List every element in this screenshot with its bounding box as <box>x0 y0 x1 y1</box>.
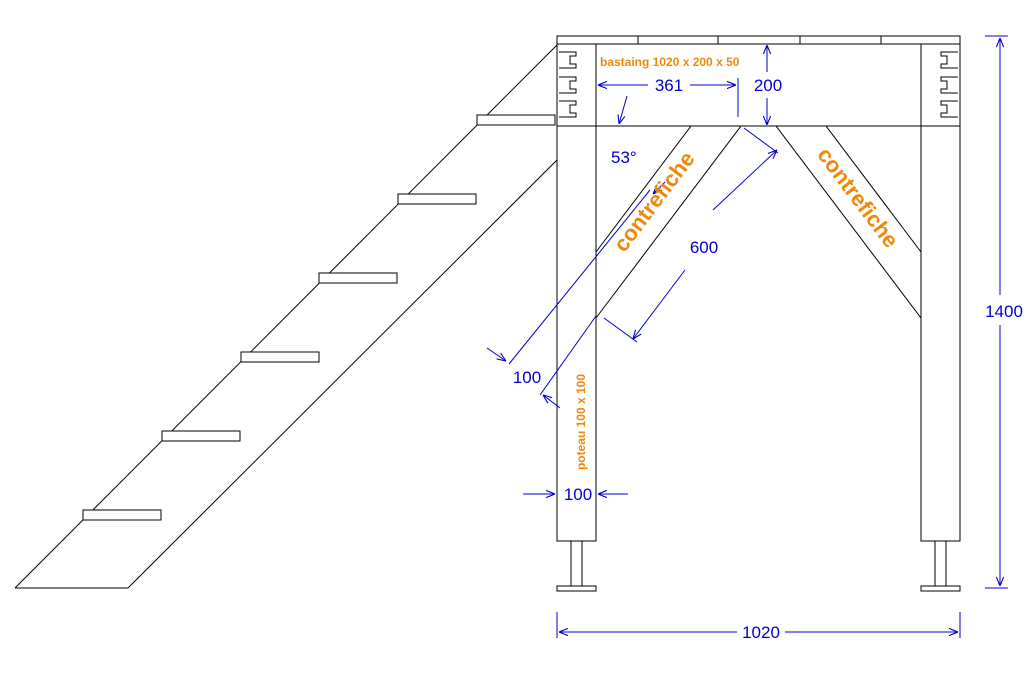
stair-tread <box>318 272 398 284</box>
dim-100-diagonal: 100 <box>486 181 666 409</box>
dim-1020-text: 1020 <box>742 623 780 642</box>
dim-1400: 1400 <box>985 35 1023 589</box>
stair-tread <box>397 193 477 205</box>
dim-100-post-text: 100 <box>564 485 592 504</box>
stair-tread <box>240 351 320 363</box>
deck-boards <box>556 35 961 45</box>
bastaing-beam <box>556 43 961 127</box>
contrefiche-right-label: contrefiche <box>812 143 903 253</box>
dim-200: 200 <box>754 45 782 125</box>
right-brace <box>775 125 922 319</box>
staircase <box>14 44 558 589</box>
dim-angle: 53° <box>611 95 637 167</box>
left-post <box>556 125 597 542</box>
dim-100-post: 100 <box>523 485 628 504</box>
dim-200-text: 200 <box>754 76 782 95</box>
stair-stringer-top <box>14 44 558 589</box>
bastaing-label: bastaing 1020 x 200 x 50 <box>600 55 740 69</box>
left-brace <box>595 125 742 319</box>
stair-tread <box>476 114 556 126</box>
dim-1400-text: 1400 <box>985 302 1023 321</box>
left-foot <box>556 540 597 592</box>
dim-361-text: 361 <box>655 76 683 95</box>
right-post <box>920 125 961 542</box>
poteau-label: poteau 100 x 100 <box>574 374 588 470</box>
dim-600: 600 <box>603 127 779 343</box>
dim-1020: 1020 <box>556 612 961 642</box>
dim-angle-text: 53° <box>611 148 637 167</box>
right-foot <box>920 540 961 592</box>
stair-tread <box>161 430 241 442</box>
stair-tread <box>82 509 162 521</box>
stair-stringer-bottom <box>127 159 558 589</box>
dim-361: 361 <box>598 76 739 117</box>
joist-hangers <box>559 51 958 118</box>
dim-100-diag-text: 100 <box>513 368 541 387</box>
dim-600-text: 600 <box>690 238 718 257</box>
